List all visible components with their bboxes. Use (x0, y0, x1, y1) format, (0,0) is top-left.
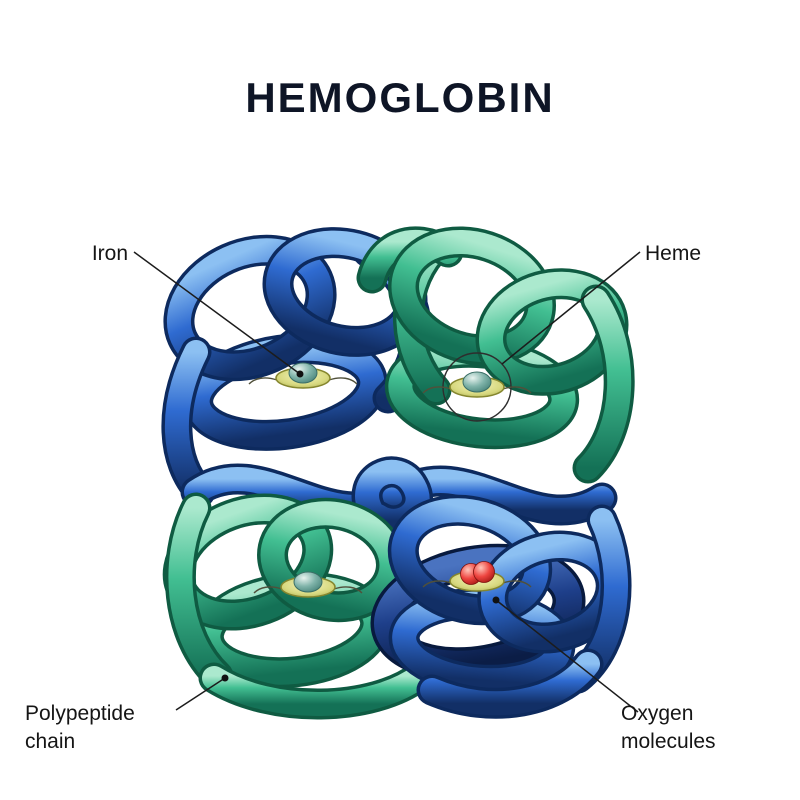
page-title: HEMOGLOBIN (245, 74, 555, 121)
iron-leader-dot (296, 370, 304, 378)
label-oxygen-molecules: Oxygen molecules (621, 702, 716, 753)
oxygen-leader-line (495, 599, 639, 713)
label-polypeptide-chain: Polypeptide chain (25, 702, 135, 753)
polypeptide-chain-blue-bottom-right (379, 495, 621, 703)
oxygen-leader-dot (492, 596, 500, 604)
iron-leader-line (133, 251, 301, 375)
leader-lines (133, 251, 641, 713)
heme-leader-line (501, 251, 641, 365)
polypeptide-leader-line (175, 677, 226, 711)
polypeptide-chain-green-top-right (372, 225, 625, 468)
polypeptide-leader-dot (221, 674, 229, 682)
label-iron: Iron (91, 242, 128, 265)
label-heme: Heme (645, 242, 702, 265)
